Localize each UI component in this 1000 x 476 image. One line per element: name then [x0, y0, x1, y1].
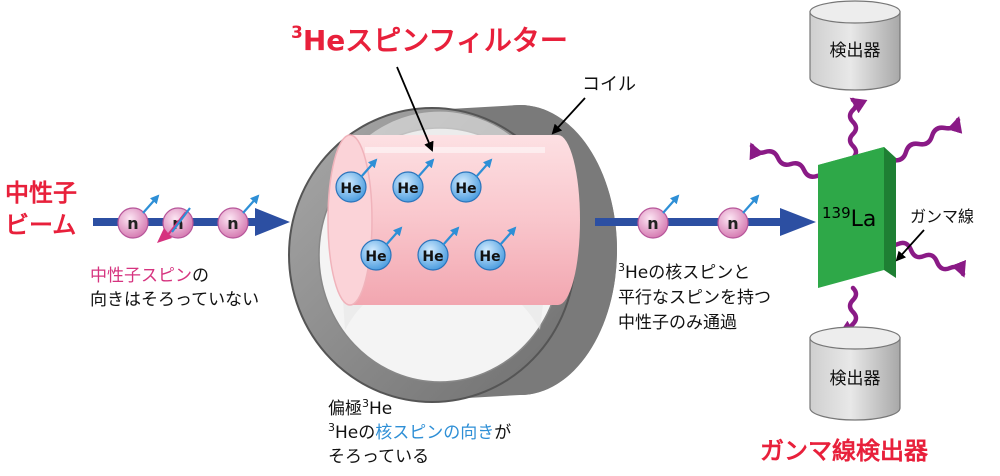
polarized-note-line3: そろっている	[328, 447, 429, 467]
he-atom: He	[417, 226, 460, 271]
polarized-note-a: Heの	[335, 423, 375, 443]
target-front	[818, 147, 884, 288]
coil-label: コイル	[582, 74, 636, 95]
neutron-spin-up: n	[717, 194, 760, 239]
detector-top: 検出器	[809, 0, 901, 91]
outgoing-note-sup: 3	[618, 261, 625, 274]
outgoing-beam	[595, 208, 816, 236]
polarized-note-b: が	[494, 423, 511, 443]
incoming-note-colored: 中性子スピン	[90, 266, 192, 286]
polarized-note-line1: 偏極3He	[328, 397, 392, 419]
polarized-note-sup2: 3	[328, 421, 335, 434]
neutron-spin-up: n	[637, 194, 680, 239]
gamma-label: ガンマ線	[910, 207, 974, 226]
he-atom: He	[392, 158, 435, 203]
polarized-note-colored: 核スピンの向き	[375, 423, 494, 443]
detector-label: 検出器	[830, 369, 881, 389]
neutron-symbol: n	[647, 214, 658, 233]
he-symbol: He	[422, 249, 443, 265]
he-cell-body	[350, 135, 580, 305]
neutron-spin-down: n	[157, 207, 194, 243]
neutron-spin-up: n	[117, 194, 160, 239]
outgoing-note-line3: 中性子のみ通過	[618, 313, 737, 333]
he-symbol: He	[365, 249, 386, 265]
polarized-note-main: 偏極	[328, 399, 362, 419]
outgoing-note-text: Heの核スピンと	[625, 263, 750, 283]
outgoing-note-line2: 平行なスピンを持つ	[618, 288, 771, 308]
polarized-note-end: He	[369, 399, 392, 419]
gamma-ray-lower-right	[882, 235, 966, 278]
he-atom: He	[335, 158, 378, 203]
incoming-note-line1: 中性子スピンの	[90, 266, 209, 286]
coil-pointer	[551, 97, 586, 135]
beam-label-line1: 中性子	[5, 179, 77, 207]
filter-title-sup: 3	[291, 23, 303, 43]
gamma-ray-upper-left	[749, 142, 833, 185]
he-cell-left-cap	[327, 134, 373, 306]
he-symbol: He	[455, 181, 476, 197]
detector-label: 検出器	[830, 41, 881, 61]
target-label: 139La	[822, 204, 876, 232]
target-side	[884, 147, 896, 278]
incoming-note-rest: の	[192, 266, 209, 286]
neutron-spin-up: n	[217, 194, 260, 239]
polarized-note-sup: 3	[362, 397, 369, 410]
detector-system-label: ガンマ線検出器	[760, 437, 929, 465]
target-sup: 139	[822, 204, 851, 222]
he-atom: He	[474, 226, 517, 271]
detector-bottom: 検出器	[809, 326, 901, 421]
neutron-symbol: n	[727, 214, 738, 233]
outgoing-note-line1: 3Heの核スピンと	[618, 261, 750, 283]
gamma-ray-up	[847, 97, 868, 161]
incoming-note-line2: 向きはそろっていない	[90, 290, 259, 310]
he-atom: He	[450, 158, 493, 203]
neutron-symbol: n	[227, 214, 238, 233]
filter-title: 3Heスピンフィルター	[291, 23, 568, 57]
gamma-pointer	[895, 229, 925, 262]
he-symbol: He	[479, 249, 500, 265]
he-symbol: He	[340, 181, 361, 197]
neutron-symbol: n	[127, 214, 138, 233]
polarized-note-line2: 3Heの核スピンの向きが	[328, 421, 511, 443]
he-atom: He	[360, 226, 403, 271]
filter-title-main: Heスピンフィルター	[303, 24, 568, 57]
beam-label-line2: ビーム	[5, 211, 76, 239]
target-main: La	[851, 207, 877, 232]
title-pointer	[396, 66, 434, 152]
he-symbol: He	[397, 181, 418, 197]
